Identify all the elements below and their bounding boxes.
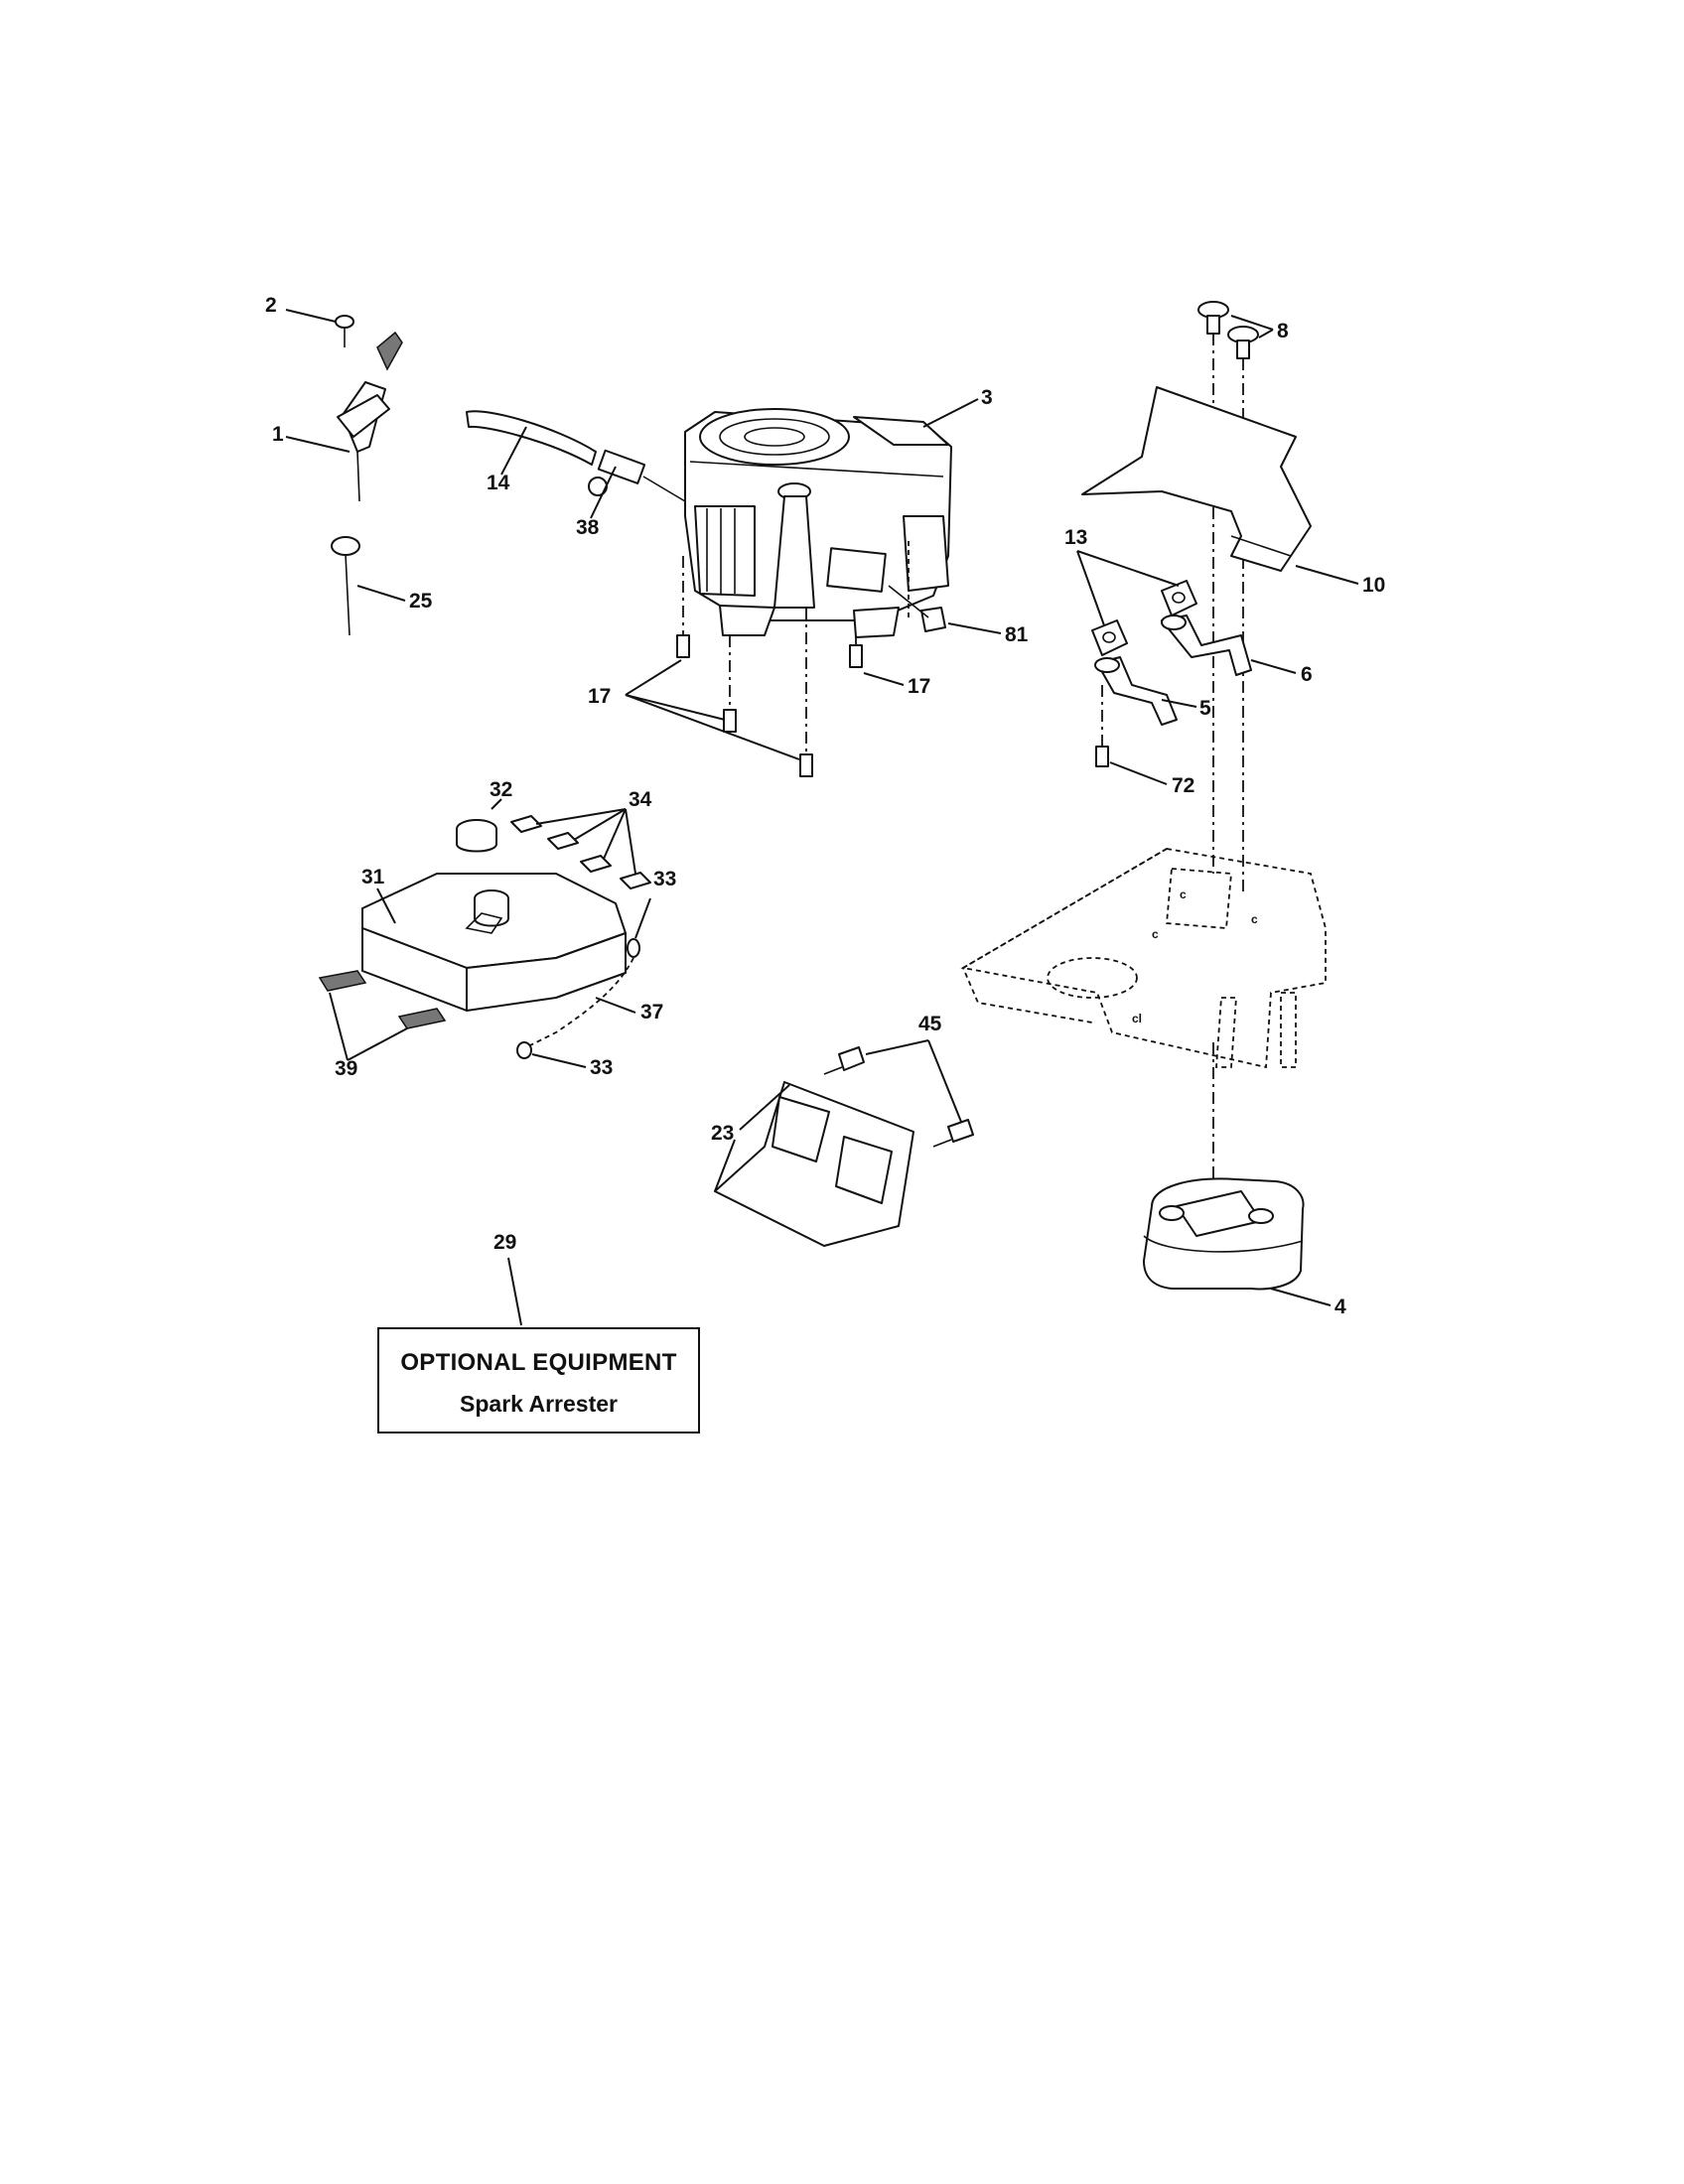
part-23-heat-shield [714,1081,914,1247]
callout-34: 34 [629,788,652,811]
callout-37: 37 [640,1001,663,1024]
callout-13: 13 [1064,526,1087,549]
callout-32: 32 [490,778,512,801]
part-38-fuel-filter [588,449,686,519]
callout-3: 3 [981,386,993,409]
part-5-exhaust-pipe [1094,656,1197,726]
part-34-pads [510,808,651,889]
part-31-shroud [361,873,627,1012]
callout-23: 23 [711,1122,734,1145]
callout-33b: 33 [590,1056,613,1079]
callout-31: 31 [361,866,385,888]
callout-38: 38 [576,516,600,539]
part-4-muffler [1143,1042,1332,1306]
part-37-hose [516,897,651,1068]
callout-45: 45 [918,1013,942,1035]
optional-equipment-box: OPTIONAL EQUIPMENT Spark Arrester [377,1327,700,1433]
part-13-gaskets [1076,550,1197,656]
callout-39: 39 [335,1057,357,1080]
part-17-bolts [625,556,905,777]
part-1-bracket [285,331,403,502]
callout-17b: 17 [908,675,930,698]
part-10-deflector [1081,386,1359,585]
optional-equipment-title: OPTIONAL EQUIPMENT [400,1349,677,1376]
part-32-cap [456,798,502,853]
part-81-clip [888,585,1002,634]
part-2-screw [285,309,354,347]
callout-33a: 33 [653,868,676,890]
callout-17a: 17 [588,685,611,708]
svg-text:c: c [1251,912,1258,926]
callout-72: 72 [1172,774,1194,797]
part-3-engine [684,398,979,638]
part-14-fuel-line [466,410,597,476]
part-45-bolts [823,1039,974,1148]
callout-1: 1 [272,423,284,446]
callout-5: 5 [1199,697,1211,720]
part-39-pads [318,970,447,1061]
callout-25: 25 [409,590,433,613]
svg-text:c: c [1152,927,1159,941]
frame-dashed: c c c cl [960,848,1327,1069]
callout-4: 4 [1334,1296,1346,1318]
spark-arrester-label: Spark Arrester [460,1391,618,1417]
callout-2: 2 [265,294,277,317]
svg-text:c: c [1180,887,1187,901]
part-29-leader [507,1257,522,1326]
callout-14: 14 [487,472,510,494]
callout-8: 8 [1277,320,1289,342]
callout-10: 10 [1362,574,1385,597]
callout-81: 81 [1005,623,1029,646]
part-72-screw [1095,685,1168,785]
part-25-pin [331,536,406,636]
callout-6: 6 [1301,663,1313,686]
callout-29: 29 [493,1231,516,1254]
part-6-exhaust-pipe [1161,614,1297,676]
callout-labels: 2 1 25 14 38 3 81 17 17 8 10 13 6 5 72 3… [265,294,1385,1318]
svg-text:cl: cl [1132,1012,1142,1025]
part-8-bolts [1197,301,1274,893]
